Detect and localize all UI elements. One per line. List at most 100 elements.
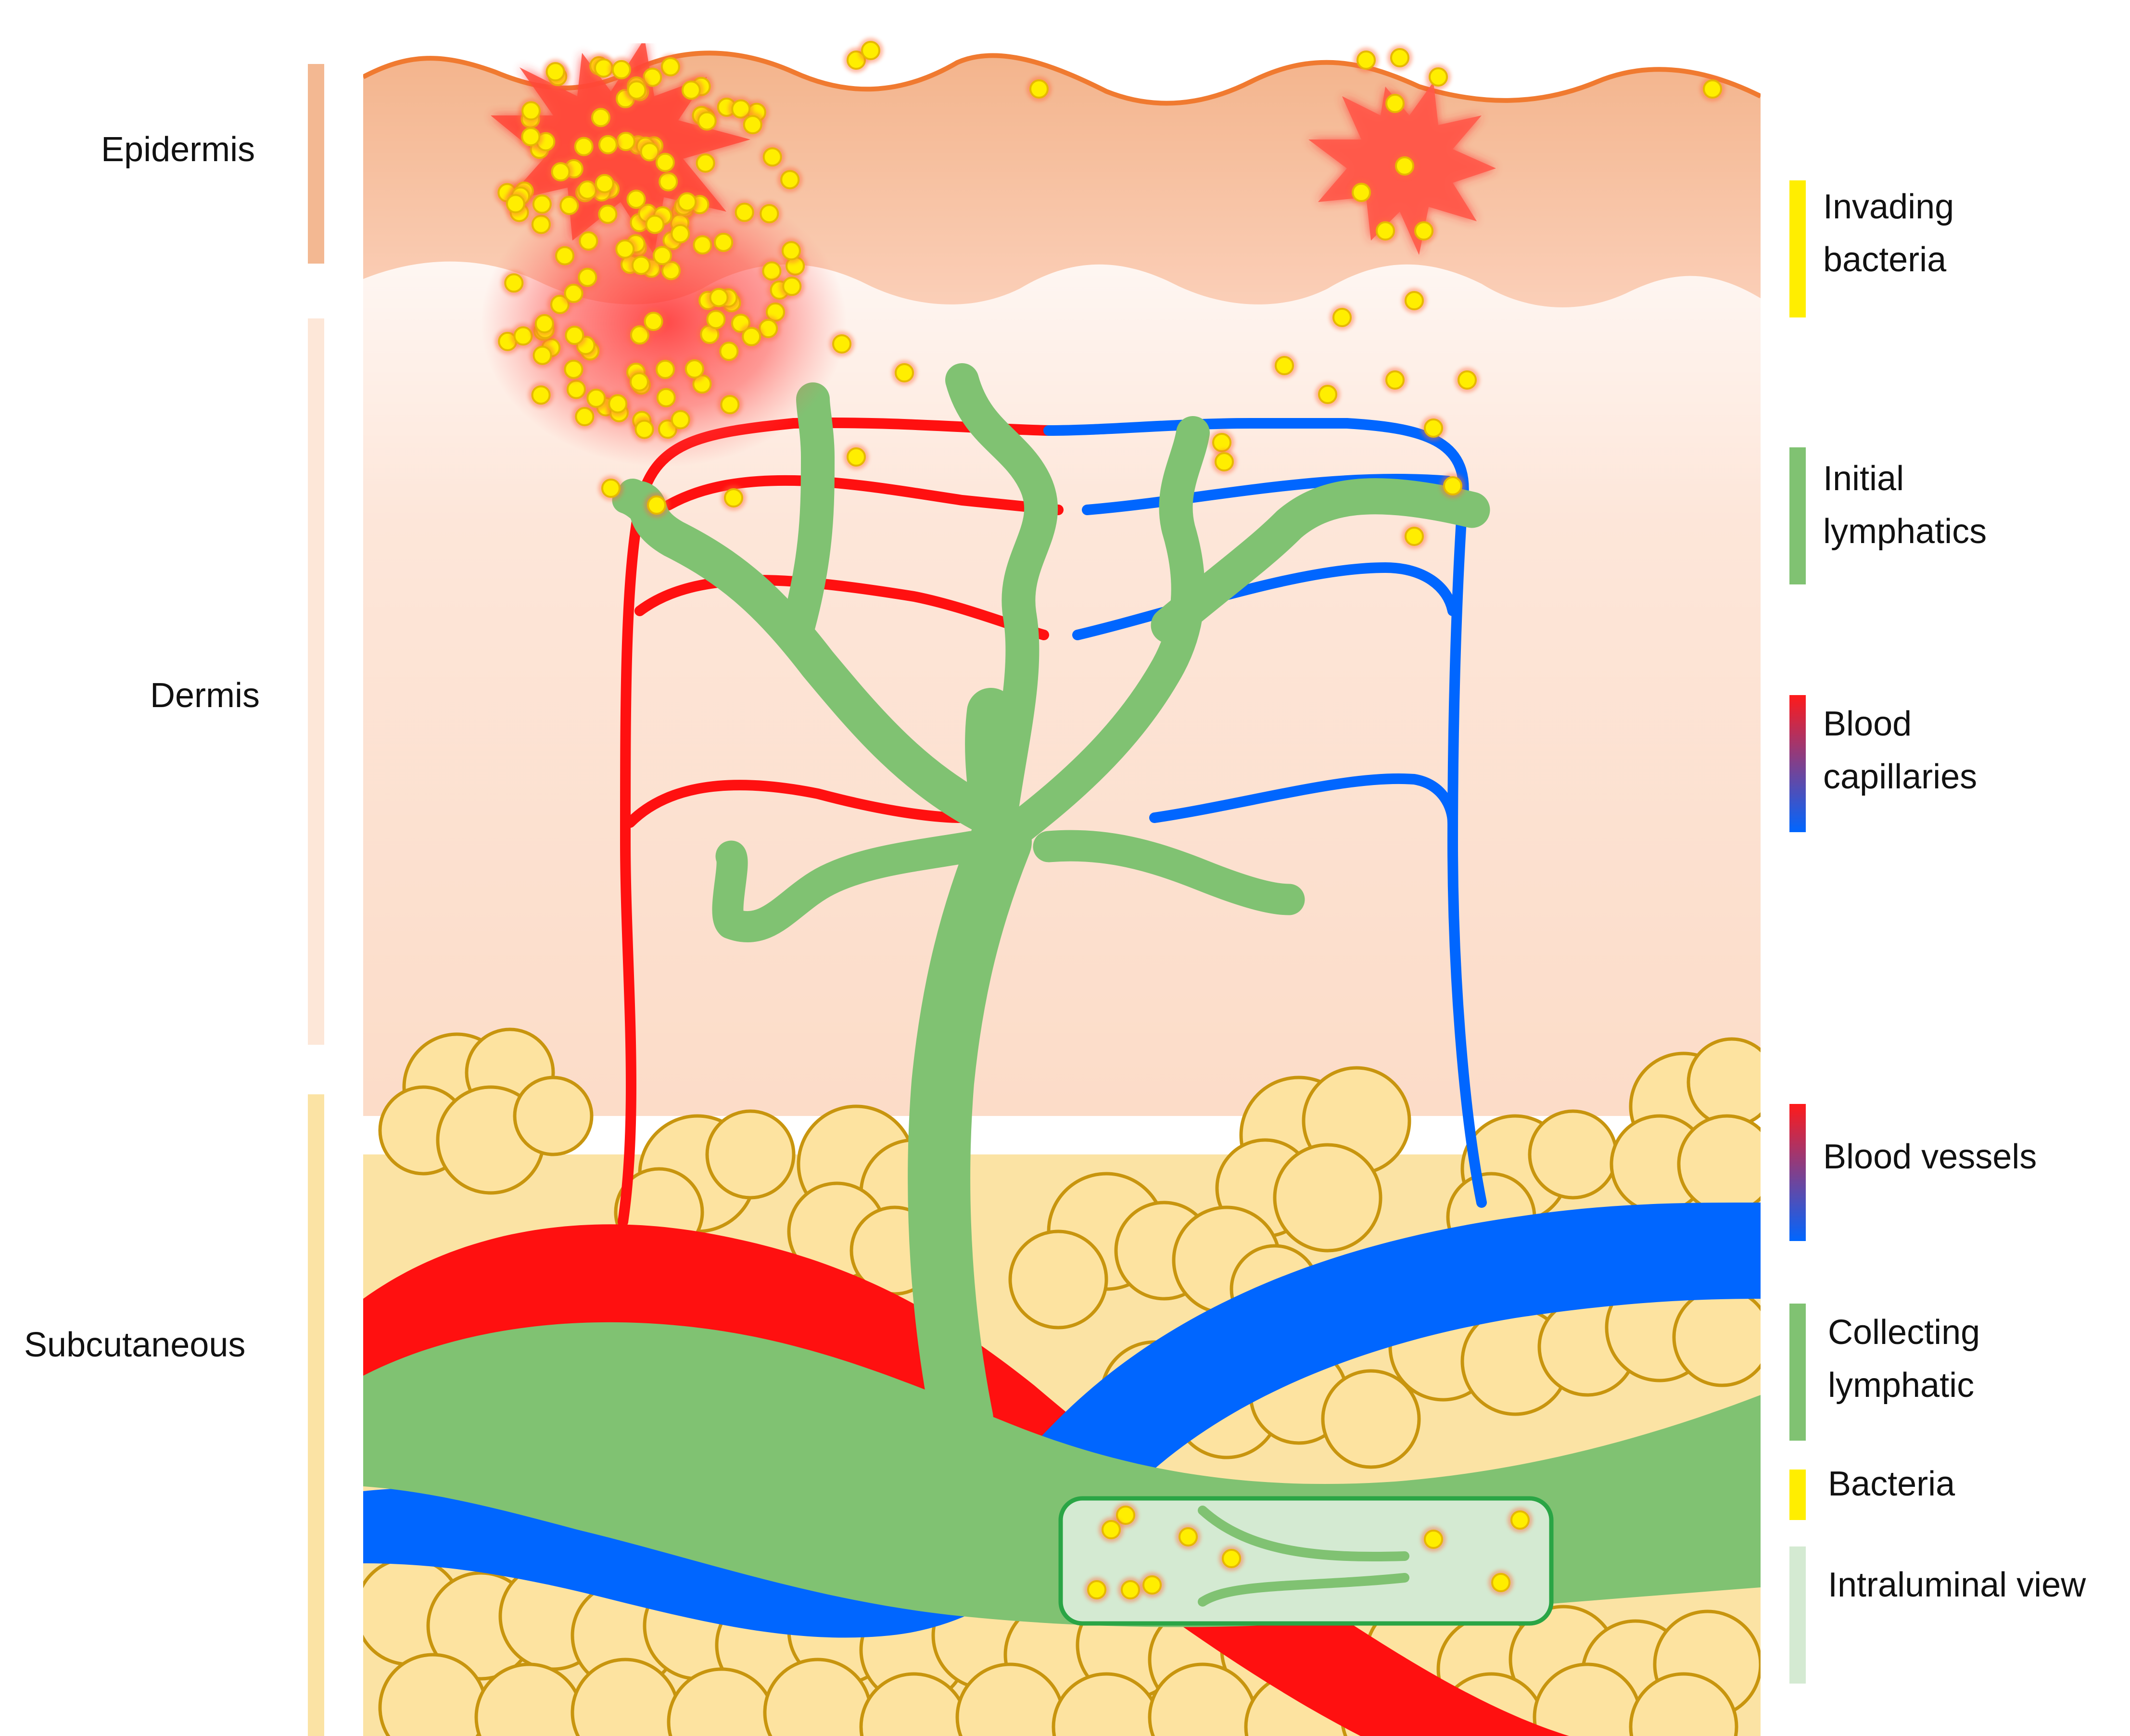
bacterium: [652, 150, 678, 175]
bacterium: [739, 324, 764, 349]
dermis-bar: [308, 318, 324, 1045]
subcutaneous-bar: [308, 1094, 324, 1736]
legend-label-collecting-lymphatic: Collecting lymphatic: [1828, 1313, 1980, 1405]
bacterium: [641, 309, 666, 334]
bacterium: [858, 38, 883, 63]
lymphatic-branch: [1151, 478, 1490, 644]
bacterium: [844, 444, 869, 469]
bacterium: [632, 417, 657, 442]
capillary-loop: [634, 575, 1049, 640]
bacterium: [653, 385, 679, 410]
legend-swatch-collecting-lymphatic: [1789, 1304, 1806, 1441]
legend-label-initial-lymphatics: Initial lymphatics: [1823, 459, 1987, 551]
bacterium: [653, 356, 678, 382]
bacterium: [1099, 1517, 1124, 1542]
bacteria-layer: [494, 38, 1725, 1602]
bacterium: [501, 270, 527, 296]
epidermis-label: Epidermis: [101, 130, 255, 169]
bacterium: [595, 132, 621, 157]
bacterium: [777, 167, 803, 192]
capillary-loop: [625, 780, 967, 828]
bacterium: [624, 77, 649, 103]
bacterium: [503, 191, 528, 216]
bacterium: [892, 360, 917, 385]
bacterium: [642, 212, 668, 237]
bacterium: [757, 201, 782, 227]
legend-swatch-blood-capillaries: [1789, 695, 1806, 832]
bacterium: [628, 253, 654, 278]
bacterium: [656, 169, 681, 194]
bacterium: [1272, 353, 1297, 378]
bacterium: [668, 221, 693, 246]
bacterium: [518, 124, 544, 150]
bacterium: [644, 493, 669, 518]
fat-lobule: [1610, 1037, 1761, 1214]
capillary-loop: [1043, 418, 1352, 436]
bacterium: [1219, 1546, 1244, 1571]
bacterium: [562, 323, 587, 348]
bacterium: [1455, 367, 1480, 393]
bacterium: [703, 307, 729, 332]
bacterium: [668, 407, 693, 432]
bacterium: [528, 212, 554, 237]
bacterium: [529, 191, 555, 217]
bacterium: [1440, 473, 1465, 498]
bacterium: [605, 391, 631, 417]
bacterium: [583, 385, 609, 411]
bacterium: [1488, 1570, 1513, 1595]
bacterium: [543, 59, 568, 85]
bacterium: [528, 382, 554, 408]
bacterium: [711, 229, 736, 255]
bacterium: [778, 238, 804, 264]
bacterium: [717, 392, 743, 418]
legend-label-invading-bacteria: Invading bacteria: [1823, 188, 1954, 279]
lymphatic-branch: [1033, 830, 1305, 915]
bacterium: [588, 105, 613, 130]
bacterium: [623, 187, 649, 212]
bacterium: [1118, 1577, 1143, 1602]
bacterium: [532, 311, 557, 336]
fat-lobule: [1215, 1066, 1411, 1253]
bacterium: [1426, 64, 1451, 89]
legend-swatch-bacteria: [1789, 1470, 1806, 1520]
legend-swatch-intraluminal-view: [1789, 1546, 1806, 1684]
lymphatic-branch: [712, 831, 988, 942]
bacterium: [1421, 416, 1446, 441]
capillary-loop: [1149, 773, 1458, 828]
bacterium: [1382, 91, 1407, 116]
bacterium: [1392, 153, 1417, 178]
bacterium: [1212, 449, 1237, 474]
bacterium: [518, 98, 544, 124]
bacterium: [1700, 76, 1725, 101]
bacterium: [1382, 367, 1407, 393]
bacterium: [690, 232, 715, 258]
bacterium: [674, 189, 700, 215]
subcutaneous-label: Subcutaneous: [24, 1326, 246, 1364]
bacterium: [716, 339, 742, 364]
bacterium: [678, 77, 704, 103]
initial-lymphatics: [612, 363, 1490, 1450]
bacterium: [552, 243, 578, 268]
bacterium: [1421, 1527, 1446, 1552]
lymphatic-valve: [1198, 1573, 1409, 1607]
bacterium: [829, 331, 854, 356]
legend-swatch-blood-vessels: [1789, 1104, 1806, 1241]
bacterium: [1349, 180, 1374, 205]
lymphatic-valve: [1198, 1506, 1409, 1562]
bacterium: [1402, 288, 1427, 313]
bacterium: [1027, 76, 1052, 101]
bacterium: [682, 356, 707, 382]
dermis-label: Dermis: [150, 676, 260, 715]
bacterium: [1084, 1577, 1109, 1602]
legend-swatch-initial-lymphatics: [1789, 447, 1806, 584]
lymphatic-branch: [945, 363, 1058, 835]
bacterium: [530, 342, 555, 368]
bacterium: [612, 236, 638, 262]
bacterium: [626, 369, 652, 394]
bacterium: [595, 202, 621, 227]
epidermis-bar: [308, 64, 324, 264]
bacterium: [649, 243, 675, 268]
capillary-loop: [1072, 562, 1458, 640]
